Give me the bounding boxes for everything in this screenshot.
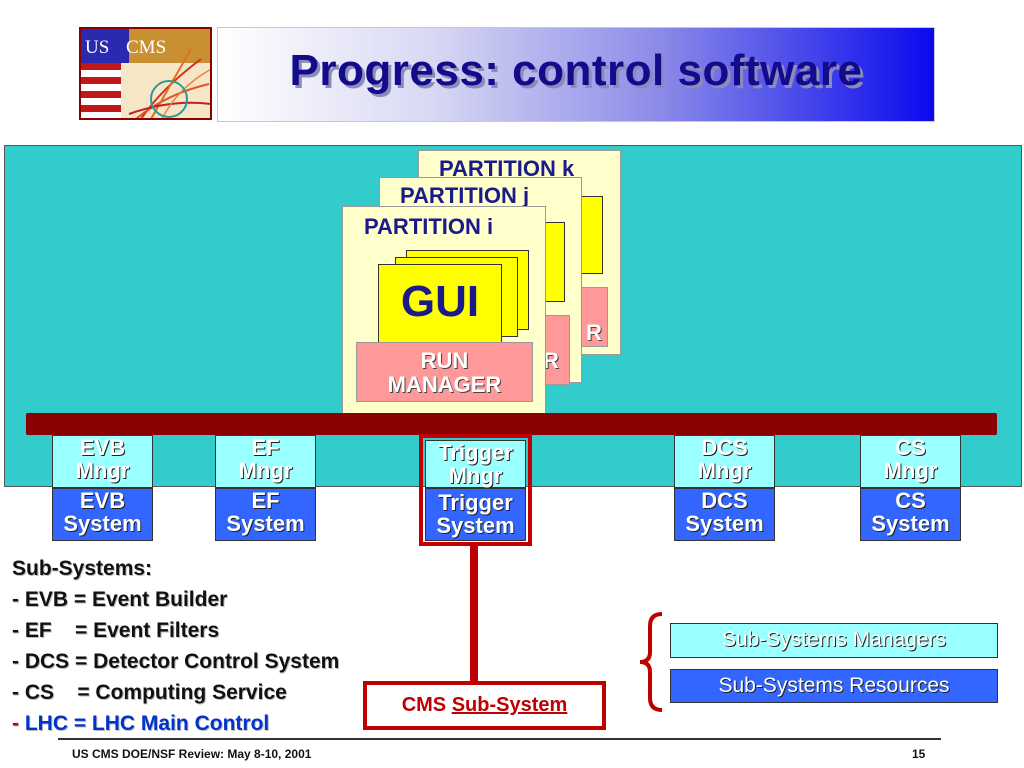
cs-system-box: CS System	[860, 488, 961, 541]
trigger-system-line2: System	[436, 513, 515, 538]
ef-system-label: EF System	[216, 489, 315, 535]
legend-brace-icon	[639, 612, 663, 712]
dcs-system-line1: DCS	[701, 488, 748, 513]
cs-manager-line1: CS	[895, 435, 926, 460]
control-bus-bar	[26, 413, 997, 435]
dcs-manager-line1: DCS	[701, 435, 748, 460]
ef-system-line2: System	[226, 511, 305, 536]
dcs-manager-label: DCS Mngr	[675, 436, 774, 482]
gui-label: GUI	[400, 277, 480, 326]
glossary-item-evb: - EVB = Event Builder	[12, 588, 228, 611]
trigger-manager-label: Trigger Mngr	[426, 441, 525, 487]
partition-j-run-manager-label: R	[543, 348, 559, 373]
footer-text: US CMS DOE/NSF Review: May 8-10, 2001	[72, 747, 312, 761]
glossary-item-lhc: - LHC = LHC Main Control	[12, 708, 432, 739]
logo-cms-text: CMS	[126, 37, 167, 58]
title-banner: Progress: control software	[217, 27, 935, 122]
glossary-heading: Sub-Systems:	[12, 557, 153, 580]
ef-system-line1: EF	[251, 488, 280, 513]
ef-manager-line2: Mngr	[238, 458, 293, 483]
partition-k-run-manager-label: R	[586, 320, 602, 345]
ef-system-box: EF System	[215, 488, 316, 541]
evb-system-line2: System	[63, 511, 142, 536]
ef-manager-label: EF Mngr	[216, 436, 315, 482]
glossary-item-cs: - CS = Computing Service	[12, 681, 287, 704]
glossary-item-ef: - EF = Event Filters	[12, 619, 220, 642]
partition-k-gui-stack	[580, 196, 603, 274]
evb-system-box: EVB System	[52, 488, 153, 541]
cs-manager-box: CS Mngr	[860, 435, 961, 488]
evb-manager-line2: Mngr	[75, 458, 130, 483]
dcs-manager-box: DCS Mngr	[674, 435, 775, 488]
dcs-system-label: DCS System	[675, 489, 774, 535]
trigger-system-line1: Trigger	[438, 490, 513, 515]
gui-card: GUI	[378, 264, 502, 344]
glossary-item-dcs: - DCS = Detector Control System	[12, 650, 340, 673]
cs-system-line1: CS	[895, 488, 926, 513]
trigger-connector-line	[470, 546, 478, 683]
run-manager-line2: MANAGER	[387, 372, 502, 397]
dcs-manager-line2: Mngr	[697, 458, 752, 483]
cs-manager-label: CS Mngr	[861, 436, 960, 482]
glossary-lhc-prefix: -	[12, 712, 25, 735]
trigger-manager-line1: Trigger	[438, 440, 513, 465]
footer-divider	[58, 738, 941, 740]
run-manager-line1: RUN	[420, 348, 469, 373]
partition-i-title: PARTITION i	[364, 214, 494, 239]
subsystems-glossary: Sub-Systems: - EVB = Event Builder - EF …	[12, 553, 432, 739]
cs-system-label: CS System	[861, 489, 960, 535]
partition-k-title: PARTITION k	[439, 156, 575, 181]
trigger-highlight-outline	[419, 434, 532, 546]
legend-resources-swatch: Sub-Systems Resources	[670, 669, 998, 703]
glossary-lhc-text: LHC = LHC Main Control	[24, 712, 270, 735]
ef-manager-box: EF Mngr	[215, 435, 316, 488]
run-manager-label: RUN MANAGER	[357, 349, 532, 397]
partition-j-title: PARTITION j	[400, 183, 530, 208]
cs-system-line2: System	[871, 511, 950, 536]
ef-manager-line1: EF	[251, 435, 280, 460]
page-number: 15	[912, 747, 926, 761]
trigger-manager-line2: Mngr	[448, 463, 503, 488]
partition-j-gui-stack	[545, 222, 565, 302]
dcs-system-line2: System	[685, 511, 764, 536]
trigger-system-box: Trigger System	[425, 488, 526, 541]
legend-managers-label: Sub-Systems Managers	[721, 628, 947, 651]
cms-subsystem-label: CMS Sub-System	[367, 694, 602, 717]
partition-j-run-manager: R	[542, 315, 570, 385]
cms-subsystem-underlined: Sub-System	[451, 694, 568, 716]
cms-subsystem-callout: CMS Sub-System	[363, 681, 606, 730]
evb-system-label: EVB System	[53, 489, 152, 535]
evb-system-line1: EVB	[79, 488, 126, 513]
run-manager-box: RUN MANAGER	[356, 342, 533, 402]
cs-manager-line2: Mngr	[883, 458, 938, 483]
evb-manager-box: EVB Mngr	[52, 435, 153, 488]
legend-resources-label: Sub-Systems Resources	[718, 674, 950, 697]
logo-graphic	[81, 29, 210, 118]
evb-manager-label: EVB Mngr	[53, 436, 152, 482]
slide-title: Progress: control software	[289, 46, 863, 95]
partition-k-run-manager: R	[580, 287, 608, 347]
trigger-manager-box: Trigger Mngr	[425, 440, 526, 488]
cms-subsystem-prefix: CMS	[401, 694, 447, 716]
legend-managers-swatch: Sub-Systems Managers	[670, 623, 998, 658]
dcs-system-box: DCS System	[674, 488, 775, 541]
us-cms-logo: US CMS	[79, 27, 212, 120]
logo-us-text: US	[85, 37, 110, 58]
evb-manager-line1: EVB	[79, 435, 126, 460]
trigger-system-label: Trigger System	[426, 491, 525, 537]
